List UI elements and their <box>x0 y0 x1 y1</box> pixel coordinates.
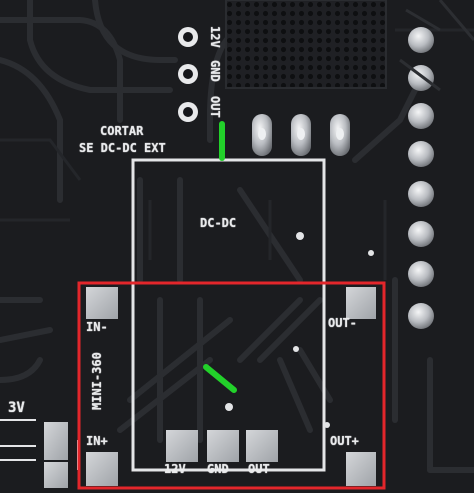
pcb-thin-traces <box>0 28 474 280</box>
mini360-highlight-box <box>77 281 386 490</box>
silk-cortar: CORTAR <box>100 124 144 138</box>
silk-in-minus: IN- <box>86 320 108 334</box>
pcb-traces <box>0 0 474 473</box>
dc-dc-ext-pads <box>252 114 350 156</box>
header-holes <box>178 27 198 122</box>
silk-dc-dc-label: DC-DC <box>200 216 237 230</box>
silk-bottom-gnd: GND <box>207 462 229 476</box>
dc-dc-outline <box>131 158 326 472</box>
silk-in-plus: IN+ <box>86 434 108 448</box>
silk-se-dc-dc-ext: SE DC-DC EXT <box>79 141 166 155</box>
silk-3v: 3V <box>8 400 25 416</box>
vias <box>225 232 374 428</box>
dc-dc-pads <box>44 287 376 488</box>
silk-header-12v: 12V <box>208 26 222 48</box>
silk-bottom-12v: 12V <box>164 462 186 476</box>
silk-header-gnd: GND <box>208 60 222 82</box>
silk-header-out: OUT <box>208 96 222 118</box>
silk-bottom-out: OUT <box>248 462 270 476</box>
silk-mini-360: MINI-360 <box>90 352 104 410</box>
silk-out-plus: OUT+ <box>330 434 359 448</box>
ic-via-grid <box>226 0 386 88</box>
silk-out-minus: OUT- <box>328 316 357 330</box>
cut-mark-bottom <box>203 364 237 393</box>
